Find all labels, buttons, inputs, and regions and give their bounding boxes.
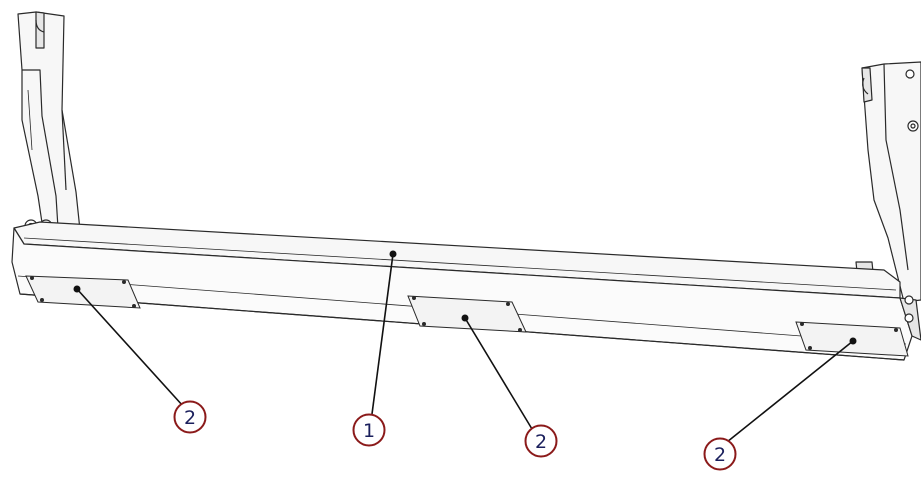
cover-plate-left xyxy=(25,275,141,309)
leader-dot-bar xyxy=(389,250,397,258)
left-hanger-bracket xyxy=(17,11,81,237)
callout-circle xyxy=(173,400,207,434)
leader-line-center-plate xyxy=(464,317,533,430)
callout-label: 2 xyxy=(535,431,547,453)
leader-line-right-plate xyxy=(726,340,854,443)
leader-line-bar xyxy=(371,253,394,415)
callout-label: 2 xyxy=(714,444,726,466)
right-hanger-bracket xyxy=(855,61,921,303)
leader-lines xyxy=(76,253,854,443)
leader-line-left-plate xyxy=(76,288,184,407)
callout-label: 1 xyxy=(363,420,375,442)
callout-circle xyxy=(703,437,737,471)
callout-circle xyxy=(352,413,386,447)
callout-2-center: 2 xyxy=(524,424,558,458)
callout-2-right: 2 xyxy=(703,437,737,471)
callout-1: 1 xyxy=(352,413,386,447)
callout-circle xyxy=(524,424,558,458)
leader-dot-center-plate xyxy=(461,314,469,322)
leader-dot-right-plate xyxy=(849,337,857,345)
leader-dots xyxy=(73,250,857,345)
callout-2-left: 2 xyxy=(173,400,207,434)
cover-plate-center xyxy=(407,295,527,333)
leader-dot-left-plate xyxy=(73,285,81,293)
main-bar xyxy=(11,221,921,361)
callout-label: 2 xyxy=(184,407,196,429)
